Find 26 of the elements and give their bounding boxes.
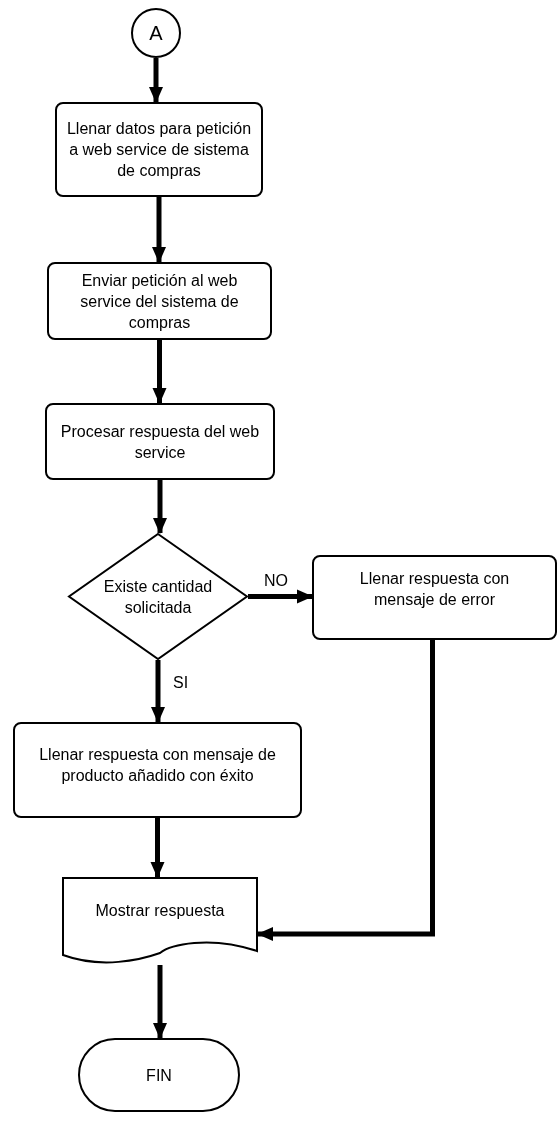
- node-label: Procesar respuesta del web service: [59, 421, 261, 463]
- arrow: [257, 640, 435, 941]
- arrow: [149, 58, 163, 103]
- node-label: FIN: [146, 1065, 172, 1086]
- arrow: [153, 965, 167, 1039]
- connector-circle: [131, 8, 181, 58]
- node-label: Llenar datos para petición a web service de sistema de compras: [65, 119, 253, 181]
- process-box: [55, 102, 263, 197]
- node-label: Mostrar respuesta: [95, 900, 225, 921]
- node-label: Enviar petición al web service del sistema de compras: [79, 270, 240, 333]
- process-box: [45, 403, 275, 480]
- node-label: Llenar respuesta con mensaje de error: [358, 568, 511, 610]
- node-label: Llenar respuesta con mensaje de producto añadido con éxito: [38, 745, 277, 786]
- arrow: [152, 197, 166, 263]
- node-label: Existe cantidad solicitada: [102, 576, 214, 618]
- decision-diamond: [68, 533, 248, 660]
- process-box: [47, 262, 272, 340]
- arrow: [151, 660, 165, 723]
- arrow: [248, 589, 313, 604]
- arrow: [152, 340, 167, 404]
- arrow: [150, 818, 165, 878]
- process-box: [13, 722, 302, 818]
- arrow: [153, 480, 167, 534]
- document-shape: [62, 877, 258, 965]
- node-label: A: [149, 22, 163, 44]
- process-box: [312, 555, 557, 640]
